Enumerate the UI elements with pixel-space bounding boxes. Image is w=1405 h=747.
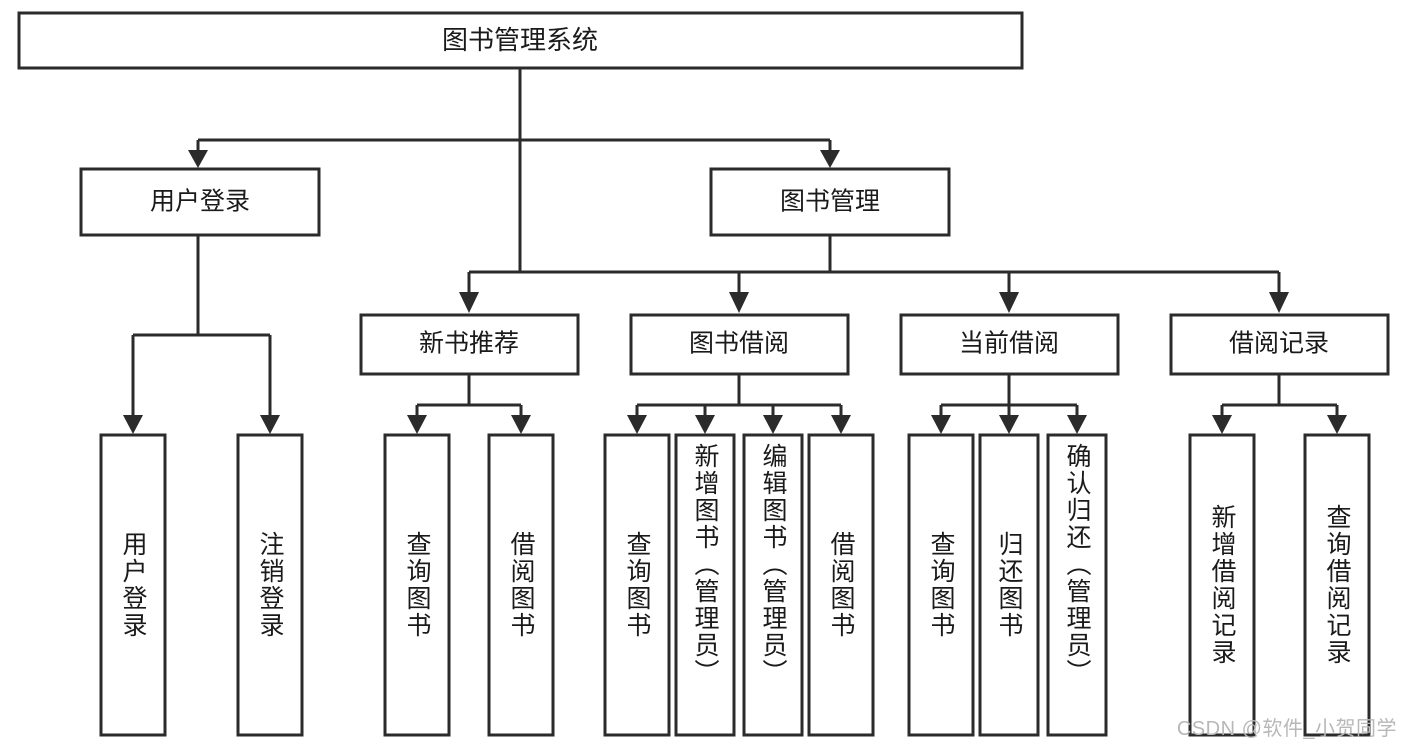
node-book-borrow[interactable]: 图书借阅	[629, 313, 850, 376]
leaf-add-record-box[interactable]	[1188, 433, 1256, 737]
leaf-borrow-book-1-box[interactable]	[487, 433, 555, 737]
node-book-management-box[interactable]	[709, 167, 951, 237]
arrow-head-user-login	[188, 150, 208, 168]
leaf-query-book-3-box[interactable]	[907, 433, 975, 737]
arrow-head-current-borrow	[999, 292, 1019, 313]
node-book-management[interactable]: 图书管理	[709, 167, 951, 237]
leaf-confirm-return-box[interactable]	[1046, 433, 1108, 737]
arrow-head-book-borrow	[729, 292, 749, 313]
arrow-head-leaf-borrow-book-2	[831, 415, 851, 434]
node-root-label: 图书管理系统	[442, 25, 598, 55]
node-new-book-recommend[interactable]: 新书推荐	[359, 313, 580, 376]
node-current-borrow[interactable]: 当前借阅	[899, 313, 1120, 376]
arrow-head-leaf-query-book-2	[627, 415, 647, 434]
leaf-logout-box[interactable]	[236, 433, 304, 737]
arrow-head-leaf-add-book	[695, 415, 715, 434]
node-new-book-recommend-label: 新书推荐	[419, 330, 519, 358]
node-current-borrow-label: 当前借阅	[959, 330, 1059, 358]
arrow-head-leaf-confirm-return	[1067, 415, 1087, 434]
node-current-borrow-box[interactable]	[899, 313, 1120, 376]
node-user-login-label: 用户登录	[150, 188, 250, 216]
node-book-borrow-box[interactable]	[629, 313, 850, 376]
arrow-head-book-management	[820, 150, 840, 168]
leaf-add-book-box[interactable]	[674, 433, 736, 737]
node-new-book-recommend-box[interactable]	[359, 313, 580, 376]
leaf-query-book-1-box[interactable]	[383, 433, 451, 737]
arrow-head-borrow-record	[1269, 292, 1289, 313]
leaf-user-login-box[interactable]	[99, 433, 167, 737]
watermark: CSDN @软件_小贺同学	[1176, 718, 1397, 740]
leaf-borrow-book-2-box[interactable]	[807, 433, 875, 737]
node-root[interactable]: 图书管理系统	[17, 11, 1024, 70]
leaf-edit-book-box[interactable]	[742, 433, 804, 737]
arrow-head-leaf-borrow-book-1	[511, 415, 531, 434]
arrow-head-leaf-edit-book	[763, 415, 783, 434]
node-user-login-box[interactable]	[79, 167, 321, 237]
node-root-box[interactable]	[17, 11, 1024, 70]
arrow-head-leaf-add-record	[1212, 415, 1232, 434]
arrow-head-new-book-recommend	[459, 292, 479, 313]
arrow-head-leaf-query-record	[1327, 415, 1347, 434]
node-book-borrow-label: 图书借阅	[689, 330, 789, 358]
node-book-management-label: 图书管理	[780, 188, 880, 216]
node-borrow-record[interactable]: 借阅记录	[1169, 313, 1390, 376]
node-user-login[interactable]: 用户登录	[79, 167, 321, 237]
node-borrow-record-label: 借阅记录	[1229, 330, 1329, 358]
leaf-return-book-box[interactable]	[978, 433, 1040, 737]
arrow-head-leaf-logout	[260, 415, 280, 434]
arrow-head-leaf-query-book-1	[407, 415, 427, 434]
arrow-head-leaf-query-book-3	[931, 415, 951, 434]
leaf-query-record-box[interactable]	[1303, 433, 1371, 737]
arrow-head-leaf-return-book	[999, 415, 1019, 434]
arrow-head-leaf-user-login	[123, 415, 143, 434]
node-borrow-record-box[interactable]	[1169, 313, 1390, 376]
leaf-query-book-2-box[interactable]	[603, 433, 671, 737]
